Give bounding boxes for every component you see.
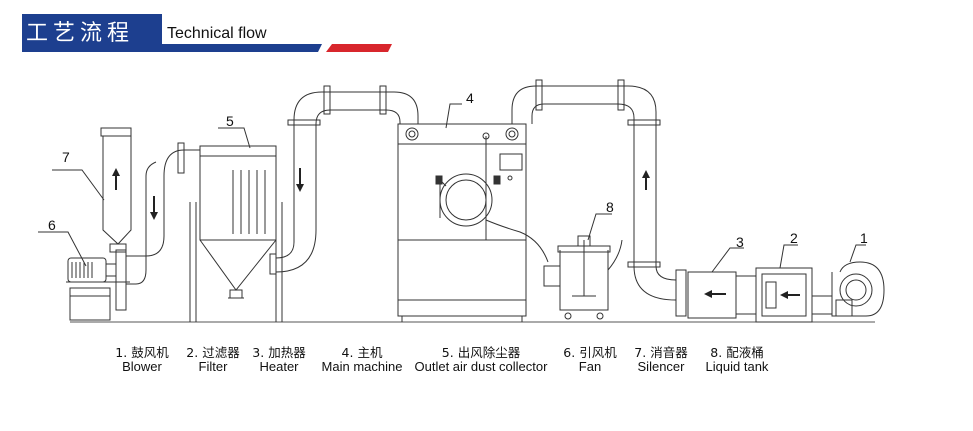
legend-en: Outlet air dust collector <box>414 359 548 374</box>
header-title-en: Technical flow <box>167 25 267 42</box>
callout-5: 5 <box>226 113 234 129</box>
legend-item-heater: 3. 加热器 Heater <box>246 346 312 374</box>
silencer-left <box>100 127 132 253</box>
legend-item-silencer: 7. 消音器 Silencer <box>628 346 694 374</box>
pipe-main-heater <box>511 79 677 301</box>
callout-1: 1 <box>860 230 868 246</box>
legend-zh: 8. 配液桶 <box>710 345 764 360</box>
callout-6: 6 <box>48 217 56 233</box>
legend-zh: 5. 出风除尘器 <box>441 345 521 360</box>
fan-unit <box>66 249 130 321</box>
callout-4: 4 <box>466 90 474 106</box>
callout-8: 8 <box>606 199 614 215</box>
callout-2: 2 <box>790 230 798 246</box>
legend-zh: 3. 加热器 <box>252 345 306 360</box>
legend-en: Blower <box>122 359 162 374</box>
callout-3: 3 <box>736 234 744 250</box>
legend-item-dust-collector: 5. 出风除尘器 Outlet air dust collector <box>410 346 552 374</box>
header-title-zh: 工艺流程 <box>26 21 135 46</box>
legend-item-liquid-tank: 8. 配液桶 Liquid tank <box>700 346 774 374</box>
legend-item-filter: 2. 过滤器 Filter <box>178 346 248 374</box>
leader-lines <box>38 103 866 273</box>
legend-en: Liquid tank <box>705 359 769 374</box>
legend-item-blower: 1. 鼓风机 Blower <box>106 346 178 374</box>
legend-zh: 1. 鼓风机 <box>115 345 169 360</box>
legend-en: Fan <box>578 359 602 374</box>
header-rule <box>22 44 392 52</box>
liquid-tank <box>543 235 623 320</box>
pipe-fan-collector <box>126 142 200 285</box>
legend-zh: 7. 消音器 <box>634 345 688 360</box>
callout-7: 7 <box>62 149 70 165</box>
legend-en: Filter <box>198 359 228 374</box>
legend-zh: 2. 过滤器 <box>186 345 240 360</box>
legend-zh: 4. 主机 <box>341 345 383 360</box>
legend-zh: 6. 引风机 <box>563 345 617 360</box>
heater-unit <box>675 269 757 319</box>
legend-item-fan: 6. 引风机 Fan <box>558 346 622 374</box>
blower-unit <box>811 261 885 317</box>
dust-collector <box>189 145 283 322</box>
filter-unit <box>755 267 813 323</box>
legend-en: Heater <box>259 359 299 374</box>
legend-item-main-machine: 4. 主机 Main machine <box>316 346 408 374</box>
legend-en: Main machine <box>321 359 403 374</box>
main-machine <box>397 123 549 322</box>
legend-en: Silencer <box>637 359 685 374</box>
pipe-main-collector <box>269 85 419 275</box>
